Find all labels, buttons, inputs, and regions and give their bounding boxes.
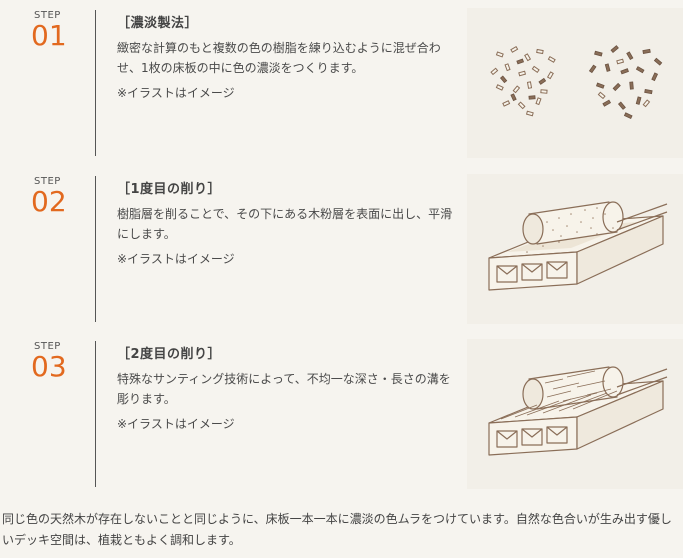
step-label: STEP	[34, 176, 61, 187]
step-label: STEP	[34, 10, 61, 21]
step-note: ※イラストはイメージ	[117, 252, 235, 266]
divider-line	[95, 341, 96, 487]
step-description: 樹脂層を削ることで、その下にある木粉層を表面に出し、平滑にします。	[117, 207, 453, 241]
illustration-resin-mix	[467, 8, 683, 158]
step-number: 03	[31, 350, 67, 383]
divider-line	[95, 176, 96, 322]
step-number: 01	[31, 19, 67, 52]
step-02: STEP 02 ［1度目の削り］ 樹脂層を削ることで、その下にある木粉層を表面に…	[0, 166, 683, 326]
step-note: ※イラストはイメージ	[117, 417, 235, 431]
illustration-first-cut	[467, 174, 683, 324]
step-01: STEP 01 ［濃淡製法］ 緻密な計算のもと複数の色の樹脂を練り込むように混ぜ…	[0, 0, 683, 160]
footer-text: 同じ色の天然木が存在しないことと同じように、床板一本一本に濃淡の色ムラをつけてい…	[2, 512, 672, 547]
step-label: STEP	[34, 341, 61, 352]
step-note: ※イラストはイメージ	[117, 86, 235, 100]
step-title: ［1度目の削り］	[117, 182, 222, 197]
illustration-second-cut	[467, 339, 683, 489]
step-title: ［2度目の削り］	[117, 347, 222, 362]
divider-line	[95, 10, 96, 156]
step-number: 02	[31, 185, 67, 218]
step-03: STEP 03 ［2度目の削り］ 特殊なサンティング技術によって、不均一な深さ・…	[0, 331, 683, 491]
step-description: 緻密な計算のもと複数の色の樹脂を練り込むように混ぜ合わせ、1枚の床板の中に色の濃…	[117, 41, 441, 75]
step-title: ［濃淡製法］	[117, 16, 199, 31]
step-description: 特殊なサンティング技術によって、不均一な深さ・長さの溝を彫ります。	[117, 372, 451, 406]
